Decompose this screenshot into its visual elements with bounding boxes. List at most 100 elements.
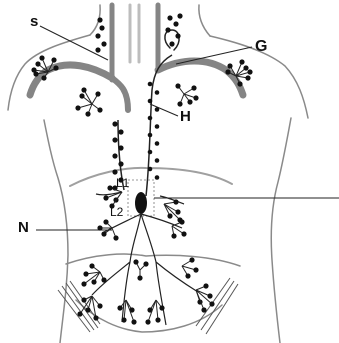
lymph-node bbox=[118, 161, 123, 166]
label-l1: L1 bbox=[116, 177, 129, 189]
thoracic-duct-arch bbox=[165, 30, 179, 50]
lymph-node bbox=[167, 213, 172, 218]
lymph-node bbox=[148, 133, 153, 138]
lymph-node bbox=[97, 107, 102, 112]
lymph-node bbox=[148, 116, 153, 121]
lymph-node bbox=[243, 65, 248, 70]
lymph-node bbox=[81, 297, 86, 302]
lymph-node bbox=[148, 150, 153, 155]
lymph-node bbox=[101, 277, 106, 282]
label-l2: L2 bbox=[110, 206, 123, 218]
lymph-node bbox=[85, 307, 90, 312]
lymph-node bbox=[112, 169, 117, 174]
lymph-node bbox=[155, 175, 160, 180]
lymph-node bbox=[247, 69, 252, 74]
lymph-node bbox=[173, 21, 178, 26]
lymph-node bbox=[148, 99, 153, 104]
lymph-node bbox=[85, 111, 90, 116]
lymph-node bbox=[237, 81, 242, 86]
lymph-node bbox=[103, 195, 108, 200]
lymph-node bbox=[171, 233, 176, 238]
lymph-node bbox=[159, 305, 164, 310]
lymph-node bbox=[201, 307, 206, 312]
lymph-node bbox=[95, 91, 100, 96]
lymph-node bbox=[177, 13, 182, 18]
thoracic-duct bbox=[118, 55, 172, 196]
lymph-node bbox=[51, 57, 56, 62]
lymph-node bbox=[143, 261, 148, 266]
lymph-node bbox=[155, 107, 160, 112]
lymph-node bbox=[148, 82, 153, 87]
lymph-node bbox=[175, 83, 180, 88]
lymph-node bbox=[103, 219, 108, 224]
lymph-node bbox=[101, 231, 106, 236]
lymph-node bbox=[155, 141, 160, 146]
lymph-node bbox=[95, 33, 100, 38]
lymph-node bbox=[177, 101, 182, 106]
lymph-node bbox=[89, 263, 94, 268]
leader-s bbox=[40, 26, 108, 60]
left-subclavian-vein bbox=[30, 65, 112, 95]
lymph-node bbox=[148, 167, 153, 172]
lymph-node bbox=[167, 15, 172, 20]
lymph-node bbox=[165, 27, 170, 32]
label-h: H bbox=[180, 109, 191, 124]
lymph-node bbox=[101, 41, 106, 46]
lymph-node bbox=[203, 283, 208, 288]
lymph-node bbox=[185, 273, 190, 278]
lymph-node bbox=[155, 158, 160, 163]
lymph-node bbox=[155, 317, 160, 322]
lymph-node bbox=[131, 319, 136, 324]
lymph-node bbox=[53, 65, 58, 70]
lymph-node bbox=[179, 219, 184, 224]
lymph-node bbox=[95, 47, 100, 52]
great-vessels bbox=[30, 5, 243, 110]
lymph-node bbox=[181, 231, 186, 236]
lymph-node bbox=[155, 90, 160, 95]
lymph-node bbox=[175, 209, 180, 214]
lymph-node bbox=[99, 25, 104, 30]
lymph-node bbox=[77, 311, 82, 316]
lymph-node bbox=[31, 67, 36, 72]
lymph-node bbox=[137, 275, 142, 280]
lymph-node bbox=[155, 124, 160, 129]
leader-lines bbox=[36, 26, 339, 230]
lymph-node bbox=[245, 75, 250, 80]
lymph-node bbox=[169, 41, 174, 46]
abdominal-vessels bbox=[92, 192, 198, 325]
lymph-node bbox=[39, 55, 44, 60]
lymph-node bbox=[97, 303, 102, 308]
lymph-node bbox=[225, 69, 230, 74]
lymph-node bbox=[227, 63, 232, 68]
lymph-node bbox=[175, 33, 180, 38]
lymph-node bbox=[97, 17, 102, 22]
label-n: N bbox=[18, 220, 29, 235]
lymph-node bbox=[209, 301, 214, 306]
lymph-node bbox=[187, 99, 192, 104]
lymph-node bbox=[193, 95, 198, 100]
left-flank-line bbox=[44, 120, 68, 343]
lymph-node bbox=[75, 105, 80, 110]
lymph-node bbox=[239, 59, 244, 64]
lymph-node bbox=[93, 315, 98, 320]
lymph-node bbox=[189, 257, 194, 262]
lymph-node bbox=[145, 319, 150, 324]
lymph-node bbox=[112, 121, 117, 126]
lymph-node bbox=[133, 259, 138, 264]
lymph-node bbox=[118, 129, 123, 134]
lymph-node bbox=[41, 75, 46, 80]
lymph-node bbox=[91, 279, 96, 284]
lymph-node bbox=[173, 199, 178, 204]
cisterna-chyli bbox=[135, 192, 147, 214]
lymph-node bbox=[112, 137, 117, 142]
lymph-node bbox=[97, 225, 102, 230]
leader-h bbox=[150, 104, 178, 116]
neck-right-line bbox=[199, 5, 210, 36]
lymph-node bbox=[191, 85, 196, 90]
brachiocephalic-junction bbox=[112, 78, 128, 110]
label-s: s bbox=[30, 14, 38, 29]
lymph-node bbox=[112, 153, 117, 158]
right-flank-line bbox=[271, 118, 291, 343]
lymph-node bbox=[81, 87, 86, 92]
